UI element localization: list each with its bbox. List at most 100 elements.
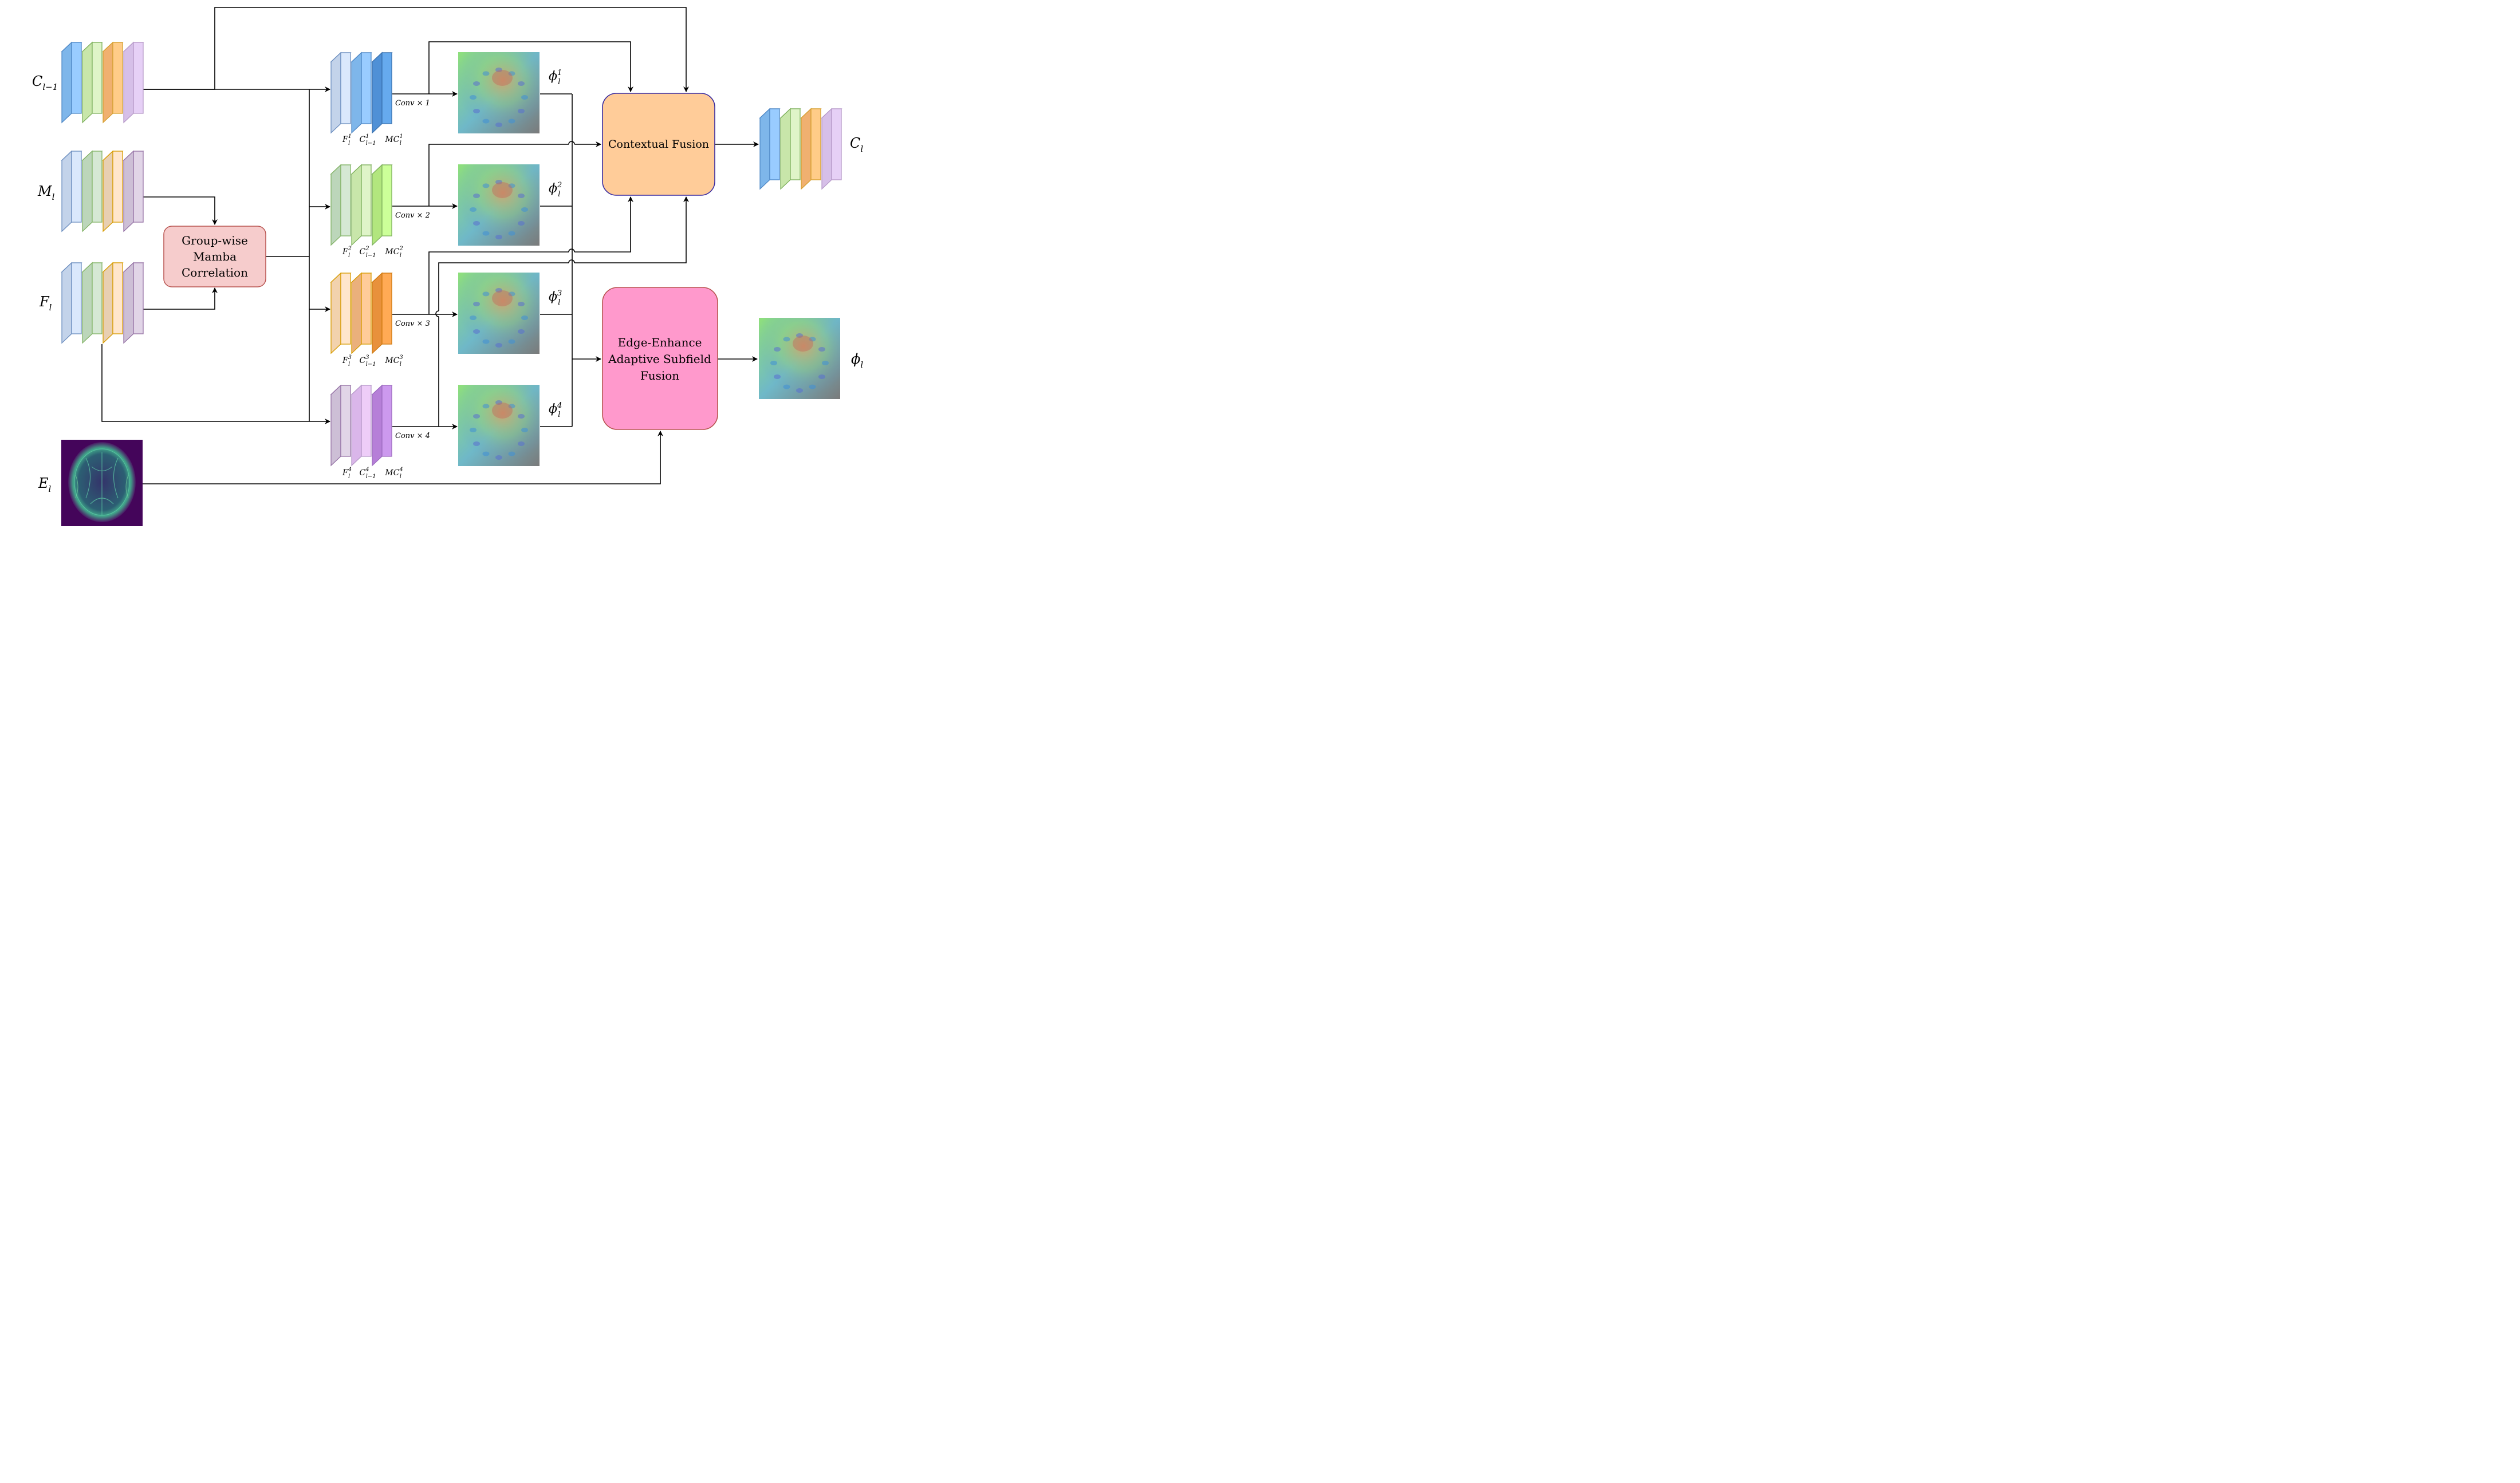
contextual-fusion-label: Contextual Fusion — [608, 138, 709, 151]
phi-main: ϕ — [549, 402, 557, 416]
stack-c-prev-slab-1 — [61, 41, 82, 124]
stack-label-sub: l−1 — [366, 140, 376, 147]
group-wise-mamba-correlation-box: Group-wise Mamba Correlation — [163, 226, 266, 287]
stack-m-l — [61, 150, 144, 232]
stack-f-l-slab-2 — [81, 262, 103, 344]
phi-sup: 2 — [557, 181, 562, 190]
stack-m-l-slab-2 — [81, 150, 103, 232]
branch-1-slab-3 — [371, 52, 393, 134]
stack-label-main: MC — [384, 468, 399, 478]
branch-1-slab-2 — [351, 52, 372, 134]
stack-label-main: F — [342, 468, 349, 478]
stack-label-sup: 2 — [365, 246, 369, 252]
phi-sup: 3 — [557, 289, 562, 298]
branch-4-slab-3 — [371, 384, 393, 467]
stack-f-l-slab-4 — [123, 262, 144, 344]
flow-image-branch-2 — [458, 164, 540, 246]
label-c-prev: Cl−1 — [32, 73, 58, 92]
stack-label-sup: 1 — [365, 133, 369, 140]
phi-sub: l — [558, 298, 560, 307]
gwmc-line-2: Mamba — [193, 250, 237, 263]
phi-main: ϕ — [549, 182, 557, 196]
stack-branch-4 — [330, 384, 393, 467]
phi-sup: 1 — [557, 69, 562, 77]
stack-c-prev-slab-4 — [123, 41, 144, 124]
stack-branch-2 — [330, 164, 393, 246]
edge-enhance-line-3: Fusion — [640, 369, 679, 382]
stack-f-l-slab-3 — [102, 262, 124, 344]
stack-label-sub: l — [400, 140, 401, 147]
stack-label-main: MC — [384, 135, 399, 144]
flow-image-branch-4 — [458, 385, 540, 466]
wire-hop-3 — [568, 249, 575, 253]
stack-label-sub: l — [348, 253, 350, 259]
stack-label-main: C — [359, 468, 365, 478]
stack-label-sub: l−1 — [366, 474, 376, 480]
stack-label-main: F — [342, 247, 349, 257]
stack-c-prev-slab-2 — [81, 41, 103, 124]
conv-label-2: Conv × 2 — [395, 211, 430, 220]
stack-label-sub: l−1 — [366, 253, 376, 259]
stack-f-l — [61, 262, 144, 344]
stack-c-l-slab-3 — [800, 108, 822, 190]
phi-sup: 4 — [557, 401, 562, 410]
wire-tap-4-b — [438, 262, 569, 311]
wire-f-to-branch-4 — [101, 344, 330, 424]
stack-label-sup: 4 — [399, 467, 403, 473]
stack-m-l-slab-4 — [123, 150, 144, 232]
wire-tap-1-to-cf — [428, 41, 633, 94]
stack-c-l — [759, 108, 842, 190]
stack-label-sup: 3 — [348, 354, 352, 361]
wire-hop-2 — [568, 141, 575, 145]
stack-c-l-slab-1 — [759, 108, 781, 190]
conv-label-1: Conv × 1 — [395, 99, 430, 108]
stack-label-main: F — [342, 135, 349, 144]
phi-main: ϕ — [549, 290, 557, 304]
stack-label-sup: 2 — [399, 246, 403, 252]
connection-lines — [101, 7, 759, 484]
branch-3-slab-2 — [351, 272, 372, 354]
stack-branch-3 — [330, 272, 393, 354]
wire-f-to-gwmc — [143, 287, 218, 310]
stack-branch-1 — [330, 52, 393, 134]
wire-tap-4-to-cf — [574, 196, 689, 263]
stack-label-main: C — [359, 135, 365, 144]
wire-c-prev-to-cf-top — [143, 7, 689, 92]
stack-c-l-slab-2 — [779, 108, 801, 190]
stack-label-sub: l — [348, 474, 350, 480]
edge-enhance-fusion-box: Edge-Enhance Adaptive Subfield Fusion — [602, 287, 718, 430]
wire-hop-4a — [435, 310, 439, 317]
stack-label-sub: l — [400, 253, 401, 259]
phi-sub: l — [558, 411, 560, 419]
gwmc-line-3: Correlation — [182, 266, 248, 279]
edge-enhance-line-1: Edge-Enhance — [617, 336, 702, 349]
stack-label-main: MC — [384, 247, 399, 257]
phi-main: ϕ — [549, 69, 557, 84]
stack-m-l-slab-1 — [61, 150, 82, 232]
phi-sub: l — [558, 190, 560, 199]
branch-3-slab-1 — [330, 272, 352, 354]
branch-2-slab-3 — [371, 164, 393, 246]
stack-label-main: C — [359, 247, 365, 257]
wire-m-to-gwmc — [143, 196, 218, 225]
stack-c-l-slab-4 — [821, 108, 842, 190]
branch-2-slab-1 — [330, 164, 352, 246]
stack-label-sup: 4 — [348, 467, 352, 473]
branch-4-slab-1 — [330, 384, 352, 467]
stack-label-sub: l−1 — [366, 361, 376, 368]
conv-label-3: Conv × 3 — [395, 320, 430, 328]
phi-sub: l — [558, 78, 560, 86]
label-phi-l: ϕl — [851, 351, 863, 370]
flow-image-branch-1 — [458, 52, 540, 133]
stack-label-main: C — [359, 356, 365, 365]
